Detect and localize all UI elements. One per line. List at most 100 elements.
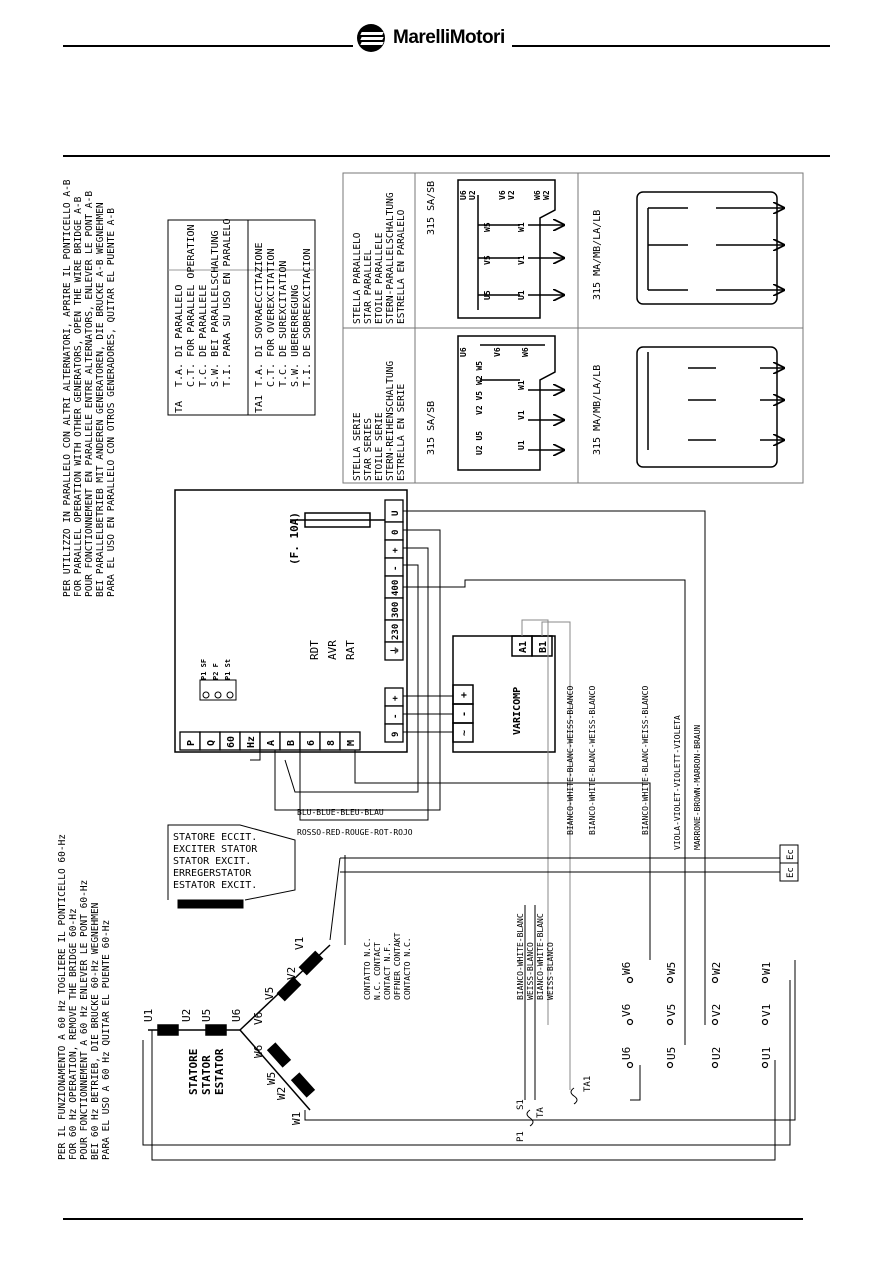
svg-text:T.A. DI PARALLELO: T.A. DI PARALLELO <box>174 285 185 387</box>
svg-text:S1: S1 <box>516 1099 526 1110</box>
stator-label: STATORE STATOR ESTATOR <box>187 1048 226 1095</box>
svg-text:STATOR: STATOR <box>200 1055 213 1095</box>
avr-regulator <box>174 489 408 753</box>
svg-text:315 MA/MB/LA/LB: 315 MA/MB/LA/LB <box>592 365 603 455</box>
svg-text:U2: U2 <box>468 190 477 200</box>
svg-text:FOR 60 Hz OPERATION, REMOVE TH: FOR 60 Hz OPERATION, REMOVE THE BRIDGE 6… <box>68 908 79 1160</box>
svg-text:ESTRELLA EN SERIE: ESTRELLA EN SERIE <box>396 383 407 481</box>
svg-text:PER UTILIZZO IN PARALLELO CON: PER UTILIZZO IN PARALLELO CON ALTRI ALTE… <box>62 179 73 597</box>
svg-text:STERN-REIHENSCHALTUNG: STERN-REIHENSCHALTUNG <box>385 361 396 481</box>
svg-text:U5: U5 <box>200 1009 213 1022</box>
exciter-stator-text: STATORE ECCIT. EXCITER STATOR STATOR EXC… <box>173 832 258 891</box>
svg-text:W6: W6 <box>533 190 542 200</box>
svg-text:V2: V2 <box>285 967 298 980</box>
svg-text:V1: V1 <box>293 937 306 950</box>
svg-text:T.C. DE PARALLELE: T.C. DE PARALLELE <box>198 285 209 387</box>
svg-text:EXCITER STATOR: EXCITER STATOR <box>173 844 258 855</box>
connection-tables <box>342 172 804 484</box>
svg-text:A: A <box>266 740 277 746</box>
svg-text:STAR PARALLEL: STAR PARALLEL <box>363 249 374 324</box>
svg-text:CONTACTO N.C.: CONTACTO N.C. <box>403 937 412 1000</box>
svg-text:POUR FONCTIONNEMENT A 60 Hz EN: POUR FONCTIONNEMENT A 60 Hz ENLEVER LE P… <box>79 880 90 1160</box>
svg-text:U1: U1 <box>517 290 526 300</box>
svg-text:U: U <box>391 511 401 516</box>
svg-text:V1: V1 <box>760 1004 773 1017</box>
parallel-note: PER UTILIZZO IN PARALLELO CON ALTRI ALTE… <box>62 179 117 597</box>
svg-text:STERN-PARALLELSCHALTUNG: STERN-PARALLELSCHALTUNG <box>385 192 396 324</box>
svg-text:230: 230 <box>391 624 401 640</box>
svg-text:T.C. DE SUREXCITATION: T.C. DE SUREXCITATION <box>278 261 289 387</box>
svg-text:PARA EL USO EN PARALLELO CON O: PARA EL USO EN PARALLELO CON OTROS GENER… <box>106 208 117 597</box>
svg-text:W5: W5 <box>665 962 678 975</box>
svg-text:STATORE ECCIT.: STATORE ECCIT. <box>173 832 257 843</box>
svg-text:C.T. FOR OVEREXCITATION: C.T. FOR OVEREXCITATION <box>266 249 277 387</box>
terminal-board-parallel-large <box>636 191 785 305</box>
svg-text:W6: W6 <box>620 962 633 975</box>
hz60-note: PER IL FUNZIONAMENTO A 60 Hz TOGLIERE IL… <box>57 834 112 1160</box>
svg-text:-: - <box>391 714 401 719</box>
svg-text:W5: W5 <box>265 1072 278 1085</box>
svg-text:VARICOMP: VARICOMP <box>512 687 523 735</box>
svg-text:W2: W2 <box>542 190 551 200</box>
svg-text:STATORE: STATORE <box>187 1049 200 1095</box>
svg-text:WEISS-BLANCO: WEISS-BLANCO <box>526 942 535 1000</box>
svg-text:V1: V1 <box>517 255 526 265</box>
svg-text:N.C. CONTACT: N.C. CONTACT <box>373 942 382 1000</box>
svg-text:60: 60 <box>226 736 237 748</box>
svg-text:OFFNER CONTAKT: OFFNER CONTAKT <box>393 932 402 1000</box>
section-rule-top <box>63 155 830 157</box>
svg-text:Ec: Ec <box>786 849 796 860</box>
svg-text:U6: U6 <box>459 190 468 200</box>
svg-text:Hz: Hz <box>246 736 257 748</box>
svg-text:V5: V5 <box>665 1004 678 1017</box>
svg-text:Q: Q <box>206 740 217 746</box>
svg-text:U1: U1 <box>142 1009 155 1022</box>
avr-bottom-terminals <box>179 731 361 751</box>
ec-labels: Ec Ec <box>786 849 796 878</box>
svg-text:T.A. DI SOVRAECCITAZIONE: T.A. DI SOVRAECCITAZIONE <box>254 243 265 388</box>
svg-text:W6: W6 <box>521 347 530 357</box>
svg-text:U2: U2 <box>710 1047 723 1060</box>
svg-text:U6: U6 <box>620 1047 633 1060</box>
svg-text:STELLA PARALLELO: STELLA PARALLELO <box>352 232 363 324</box>
svg-text:B: B <box>286 740 297 746</box>
svg-text:Ec: Ec <box>786 867 796 878</box>
svg-text:BLU-BLUE-BLEU-BLAU: BLU-BLUE-BLEU-BLAU <box>297 808 384 817</box>
stator-windings <box>148 944 331 1111</box>
svg-text:STELLA SERIE: STELLA SERIE <box>352 412 363 481</box>
brand-name: MarelliMotori <box>393 27 505 48</box>
svg-text:C.T. FOR PARALLEL OPERATION: C.T. FOR PARALLEL OPERATION <box>186 224 197 387</box>
svg-text:V5: V5 <box>483 255 492 265</box>
svg-text:(F. 10A): (F. 10A) <box>288 512 301 565</box>
svg-text:TA: TA <box>536 1107 546 1118</box>
avr-top-labels: U 0 + - 400 300 230 ⏚ + - 9 <box>390 511 401 737</box>
svg-text:300: 300 <box>391 602 401 618</box>
svg-text:BIANCO-WHITE-BLANC-WEISS-BLANC: BIANCO-WHITE-BLANC-WEISS-BLANCO <box>588 686 597 835</box>
marelli-logo-icon <box>357 24 385 52</box>
svg-text:-: - <box>391 566 401 571</box>
avr-bottom-labels: P Q 60 Hz A B 6 8 M <box>186 736 357 748</box>
svg-text:U2 U5: U2 U5 <box>475 431 484 455</box>
svg-text:POUR FONCTIONNEMENT EN PARALLE: POUR FONCTIONNEMENT EN PARALLELE ENTRE A… <box>84 191 95 597</box>
svg-text:AVR: AVR <box>326 640 339 660</box>
svg-text:TA: TA <box>174 401 185 413</box>
brand-logo: MarelliMotori <box>357 24 505 52</box>
svg-text:PER IL FUNZIONAMENTO A 60 Hz T: PER IL FUNZIONAMENTO A 60 Hz TOGLIERE IL… <box>57 834 68 1160</box>
svg-text:W1: W1 <box>760 962 773 975</box>
exciter-stator <box>167 824 296 909</box>
svg-text:VIOLA-VIOLET-VIOLETT-VIOLETA: VIOLA-VIOLET-VIOLETT-VIOLETA <box>673 715 682 850</box>
output-terminals <box>626 976 769 1069</box>
svg-text:MARRONE-BROWN-MARRON-BRAUN: MARRONE-BROWN-MARRON-BRAUN <box>693 725 702 850</box>
svg-text:+: + <box>459 692 470 698</box>
svg-text:STATOR EXCIT.: STATOR EXCIT. <box>173 856 251 867</box>
svg-text:RAT: RAT <box>344 640 357 660</box>
svg-text:M: M <box>346 740 357 746</box>
parallel-small-terminals: U6 U2 V6 V2 W6 W2 W5 V5 U5 W1 V1 U1 <box>459 190 551 300</box>
svg-text:6: 6 <box>306 740 317 746</box>
svg-text:400: 400 <box>391 580 401 596</box>
svg-text:~: ~ <box>459 730 470 736</box>
jumper-labels: P1 SF P2 F P1 St <box>200 659 232 680</box>
svg-text:P1 St: P1 St <box>224 659 232 680</box>
svg-text:A1: A1 <box>518 641 529 653</box>
